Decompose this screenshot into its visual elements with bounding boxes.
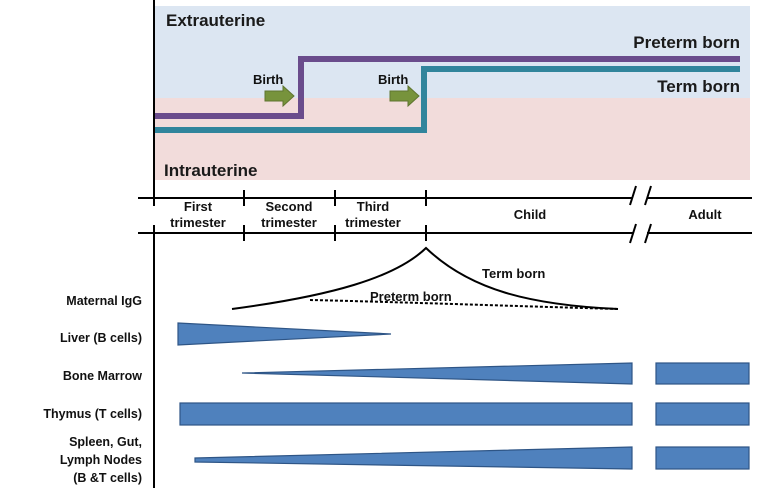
intrauterine-label: Intrauterine <box>164 161 258 180</box>
first-trimester-label-1: First <box>184 199 213 214</box>
adult-label: Adult <box>688 207 722 222</box>
row-label-spleen-2: Lymph Nodes <box>60 453 142 467</box>
preterm-born-label: Preterm born <box>633 33 740 52</box>
row-label-bone-marrow: Bone Marrow <box>63 369 142 383</box>
second-trimester-label-1: Second <box>266 199 313 214</box>
first-trimester-label-2: trimester <box>170 215 226 230</box>
third-trimester-label-1: Third <box>357 199 390 214</box>
extrauterine-label: Extrauterine <box>166 11 265 30</box>
axis-break-icon <box>629 184 652 246</box>
liver-wedge <box>177 322 392 346</box>
igg-term-curve <box>231 246 619 310</box>
child-label: Child <box>514 207 547 222</box>
spleen-gut-lymph-wedge <box>194 446 633 470</box>
row-label-thymus: Thymus (T cells) <box>43 407 142 421</box>
birth-label-term: Birth <box>378 72 408 87</box>
third-trimester-label-2: trimester <box>345 215 401 230</box>
second-trimester-label-2: trimester <box>261 215 317 230</box>
term-born-label: Term born <box>657 77 740 96</box>
row-label-liver: Liver (B cells) <box>60 331 142 345</box>
extrauterine-region <box>154 6 750 98</box>
right-arrow-icon <box>389 84 420 108</box>
igg-term-born-label: Term born <box>482 266 545 281</box>
preterm-born-line <box>154 56 740 119</box>
row-label-spleen-1: Spleen, Gut, <box>69 435 142 449</box>
thymus-adult-bar <box>655 402 750 426</box>
birth-label-preterm: Birth <box>253 72 283 87</box>
bone-marrow-wedge <box>241 362 633 385</box>
right-arrow-icon <box>264 84 295 108</box>
timeline-ticks <box>153 190 427 241</box>
igg-preterm-born-label: Preterm born <box>370 289 452 304</box>
thymus-bar <box>179 402 633 426</box>
intrauterine-region <box>154 98 750 180</box>
row-label-spleen-3: (B &T cells) <box>73 471 142 485</box>
row-label-maternal-igg: Maternal IgG <box>66 294 142 308</box>
bone-marrow-adult-bar <box>655 362 750 385</box>
term-born-line <box>154 66 740 133</box>
spleen-gut-lymph-adult-bar <box>655 446 750 470</box>
igg-preterm-curve <box>309 299 619 310</box>
